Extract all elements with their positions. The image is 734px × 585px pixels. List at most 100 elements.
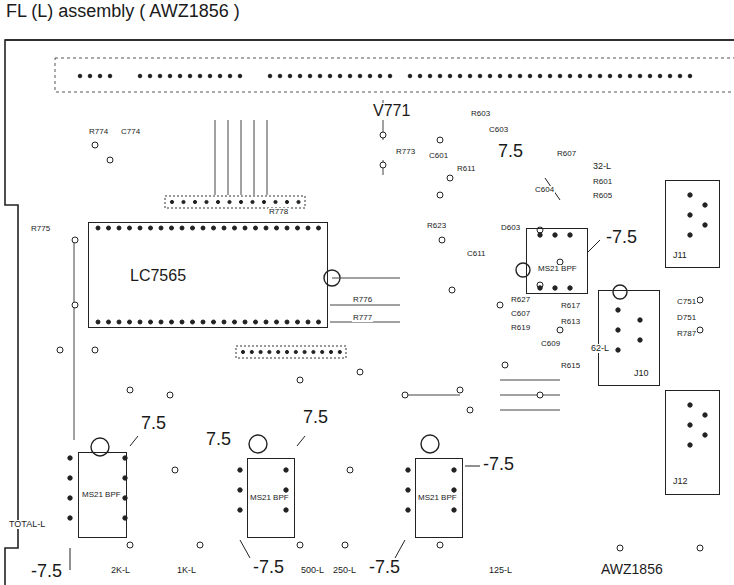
solder-pad [268, 350, 271, 353]
solder-pad [149, 226, 153, 230]
solder-pad [439, 237, 445, 243]
part-label: J11 [672, 251, 688, 261]
solder-pad [438, 74, 442, 78]
ref-label: 125-L [488, 566, 513, 575]
solder-pad [303, 350, 306, 353]
solder-pad [537, 392, 543, 398]
ref-label: D603 [500, 224, 521, 232]
solder-pad [468, 74, 472, 78]
filter-module: MS21 BPF [415, 458, 463, 538]
solder-pad [222, 320, 226, 324]
solder-pad [297, 200, 300, 203]
solder-pad [616, 308, 620, 312]
ref-label: C607 [510, 310, 531, 318]
solder-pad [406, 488, 410, 492]
solder-pad [448, 74, 452, 78]
ref-label: R615 [560, 362, 581, 370]
filter-module: MS21 BPF [247, 458, 295, 538]
solder-pad [239, 200, 242, 203]
solder-pad [277, 350, 280, 353]
ref-label: R607 [556, 150, 577, 158]
solder-pad [159, 226, 163, 230]
solder-pad [216, 200, 219, 203]
leader-line [70, 178, 600, 570]
solder-pad [297, 542, 303, 548]
solder-pad [264, 320, 268, 324]
solder-pad [447, 175, 453, 181]
ref-label: R623 [426, 222, 447, 230]
pin1-mark [249, 435, 267, 453]
ref-label: R774 [88, 128, 109, 136]
solder-pad [568, 233, 572, 237]
solder-pad [288, 74, 292, 78]
solder-pad [502, 362, 508, 368]
solder-pad [78, 74, 82, 78]
solder-pad [228, 74, 232, 78]
board-outline [5, 40, 734, 585]
solder-pad [197, 542, 203, 548]
solder-pad [703, 223, 707, 227]
part-label: MS21 BPF [81, 491, 122, 500]
solder-pad [107, 320, 111, 324]
pin1-mark [613, 285, 627, 299]
solder-pad [193, 200, 196, 203]
solder-pad [538, 286, 542, 290]
filter-module: MS21 BPF [526, 228, 588, 294]
solder-pad [278, 74, 282, 78]
solder-pad [449, 287, 455, 293]
voltage-label: -7.5 [605, 228, 638, 247]
ref-label: R775 [30, 225, 51, 233]
solder-pad [241, 350, 244, 353]
solder-pad [296, 320, 300, 324]
solder-pad [452, 488, 456, 492]
ref-label: 62-L [590, 344, 610, 353]
ref-label: C609 [540, 340, 561, 348]
voltage-label: -7.5 [368, 558, 401, 577]
solder-pad [262, 200, 265, 203]
ref-label: R776 [352, 296, 373, 304]
solder-pad [538, 74, 542, 78]
solder-pad [170, 320, 174, 324]
part-label: MS21 BPF [417, 494, 458, 503]
solder-pad [238, 488, 242, 492]
solder-pad [437, 192, 443, 198]
solder-pad [212, 226, 216, 230]
connector-box: J11 [665, 180, 720, 268]
solder-pad [180, 226, 184, 230]
solder-pad [218, 74, 222, 78]
solder-pad [201, 226, 205, 230]
solder-pad [328, 74, 332, 78]
solder-pad [402, 392, 408, 398]
solder-pad [688, 193, 692, 197]
solder-pad [72, 302, 78, 308]
solder-pad [222, 226, 226, 230]
ref-label: R613 [560, 318, 581, 326]
solder-pad [57, 347, 63, 353]
solder-pad [406, 468, 410, 472]
solder-pad [528, 74, 532, 78]
solder-pad [254, 320, 258, 324]
solder-pad [558, 74, 562, 78]
solder-pad [284, 488, 288, 492]
solder-pad [233, 320, 237, 324]
solder-pad [488, 74, 492, 78]
solder-pad [408, 74, 412, 78]
solder-pad [688, 403, 692, 407]
ref-label: C604 [534, 186, 555, 194]
solder-pad [578, 74, 582, 78]
solder-pad [703, 203, 707, 207]
solder-pad [285, 320, 289, 324]
solder-pad [548, 74, 552, 78]
ref-label: R601 [592, 178, 613, 186]
pin1-mark [91, 438, 109, 456]
ref-label: TOTAL-L [8, 520, 46, 529]
solder-pad [306, 320, 310, 324]
solder-pad [608, 74, 612, 78]
solder-pad [342, 542, 348, 548]
part-label: MS21 BPF [537, 265, 578, 274]
solder-pad [616, 348, 620, 352]
solder-pad [357, 369, 363, 375]
solder-pad [188, 74, 192, 78]
solder-pad [628, 74, 632, 78]
solder-pad [296, 226, 300, 230]
